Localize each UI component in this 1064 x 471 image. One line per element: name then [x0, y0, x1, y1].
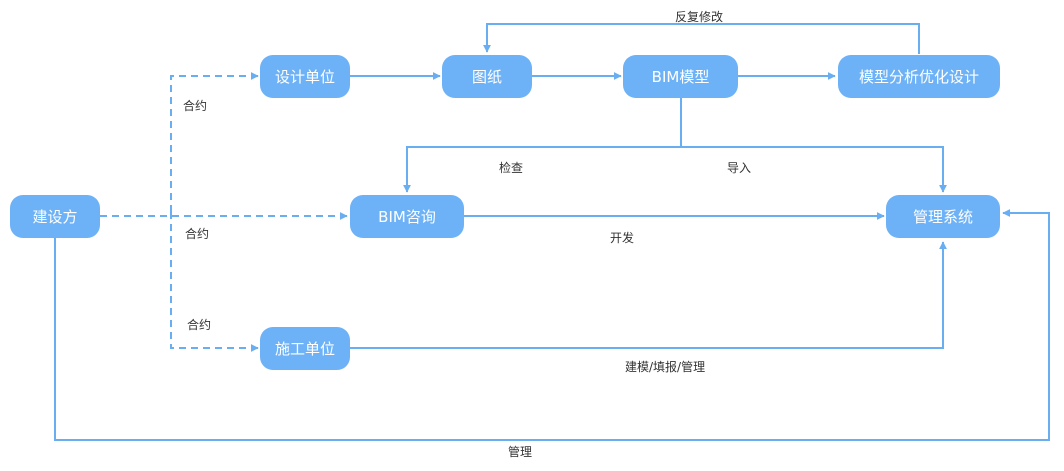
node-management-system: 管理系统 [886, 195, 1000, 238]
label-contract-top: 合约 [183, 99, 208, 113]
node-drawing: 图纸 [442, 55, 532, 98]
edge-owner-manage [54, 209, 1050, 441]
node-model-analysis: 模型分析优化设计 [838, 55, 1000, 98]
label-contract-bottom: 合约 [187, 318, 212, 332]
label-repeated-revision: 反复修改 [675, 10, 724, 24]
label-model-report-manage: 建模/填报/管理 [625, 360, 706, 374]
edge-bim-model-import [681, 146, 947, 193]
label-check: 检查 [499, 161, 524, 175]
node-bim-model: BIM模型 [623, 55, 738, 98]
edge-contract-construction [170, 212, 259, 352]
node-bim-consult: BIM咨询 [350, 195, 464, 238]
node-owner: 建设方 [10, 195, 100, 238]
edge-construction-to-management [350, 241, 947, 349]
node-design-unit: 设计单位 [260, 55, 350, 98]
node-construction-unit: 施工单位 [260, 327, 350, 370]
label-import: 导入 [727, 161, 752, 175]
label-manage: 管理 [508, 445, 533, 459]
label-develop: 开发 [610, 231, 635, 245]
edge-contract-design [170, 72, 259, 212]
edge-feedback-revision [483, 23, 920, 54]
label-contract-middle: 合约 [185, 227, 210, 241]
edge-bim-model-check [403, 98, 682, 193]
